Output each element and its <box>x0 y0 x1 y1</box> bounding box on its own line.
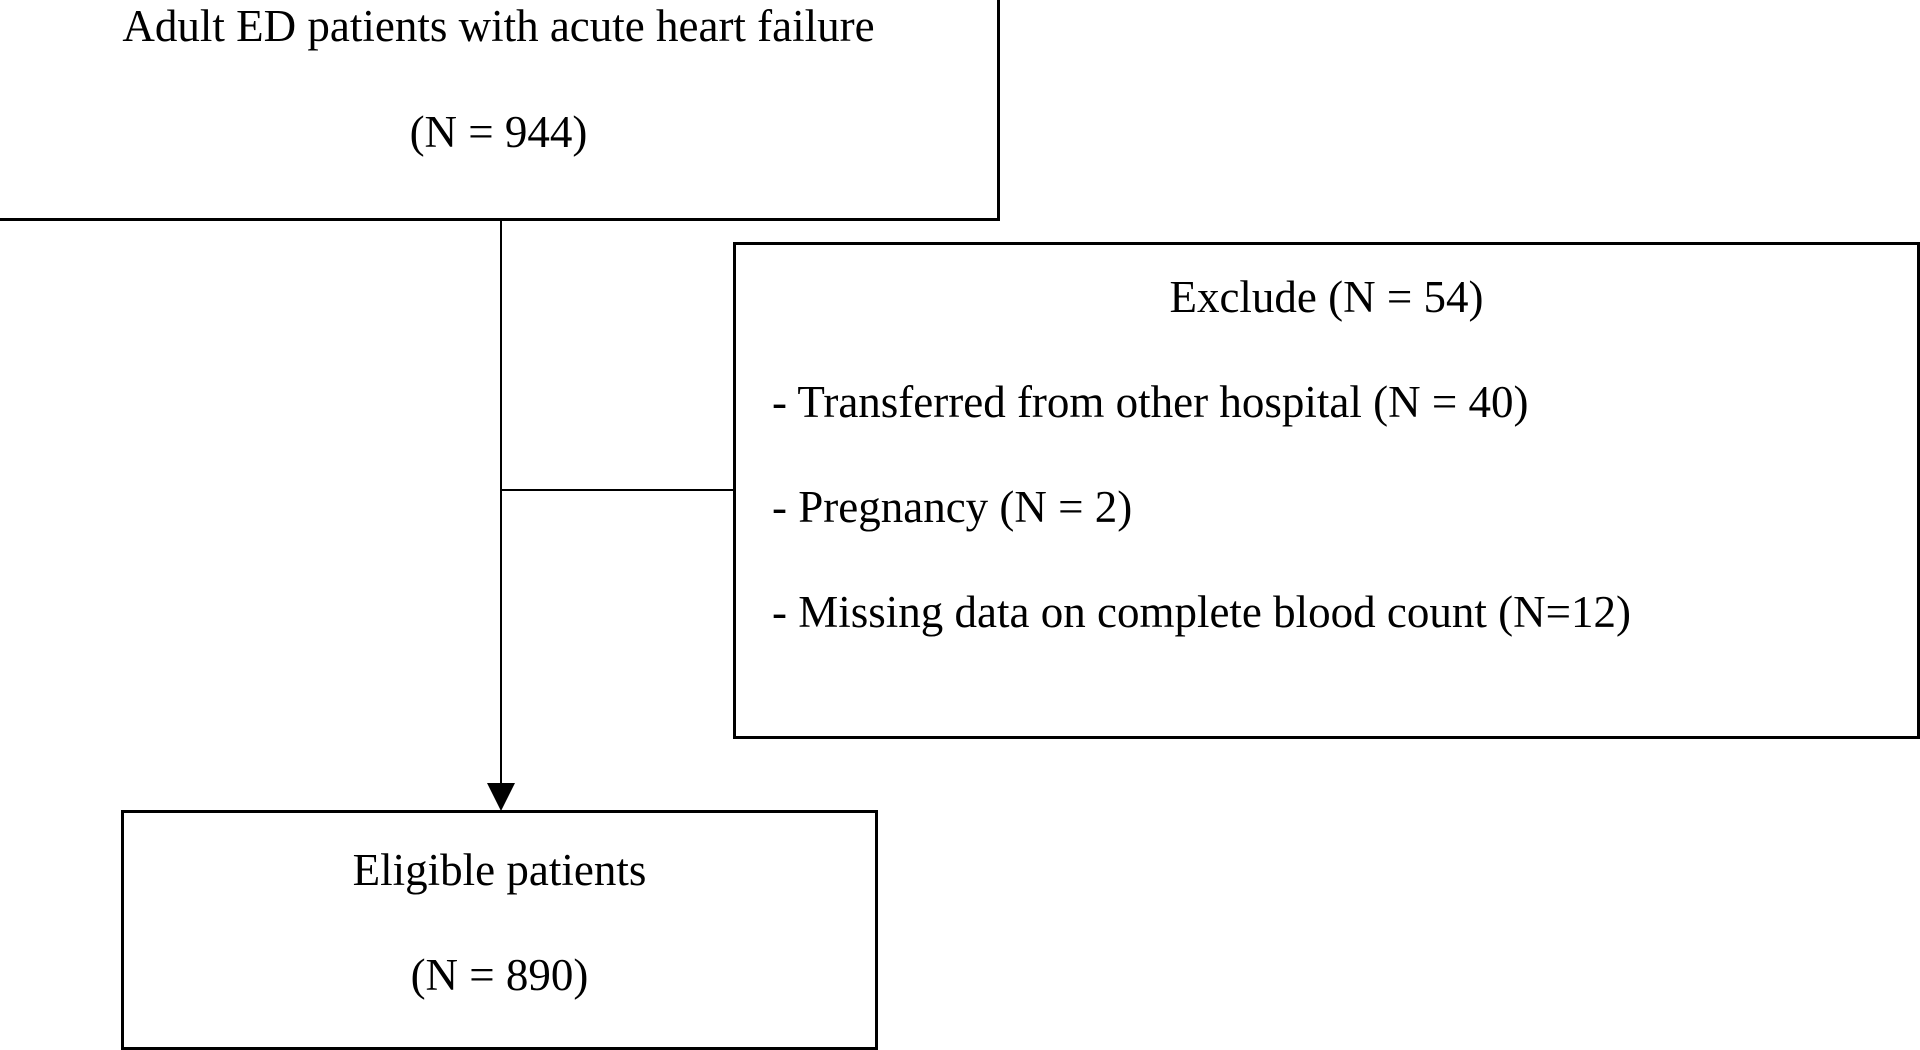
start-count: (N = 944) <box>409 107 588 157</box>
main-vertical-connector <box>500 220 502 790</box>
eligible-count: (N = 890) <box>410 950 589 1000</box>
eligible-title: Eligible patients <box>352 845 647 895</box>
exclude-item-missing-cbc: - Missing data on complete blood count (… <box>772 587 1631 637</box>
exclude-box: Exclude (N = 54) - Transferred from othe… <box>733 242 1920 739</box>
eligible-box: Eligible patients (N = 890) <box>121 810 878 1050</box>
start-box: Adult ED patients with acute heart failu… <box>0 0 1000 221</box>
arrowhead-icon <box>487 783 515 811</box>
exclude-item-transferred: - Transferred from other hospital (N = 4… <box>772 377 1529 427</box>
exclude-title: Exclude (N = 54) <box>1169 272 1484 322</box>
start-title: Adult ED patients with acute heart failu… <box>122 1 875 51</box>
exclude-branch-connector <box>501 489 734 491</box>
exclude-item-pregnancy: - Pregnancy (N = 2) <box>772 482 1133 532</box>
